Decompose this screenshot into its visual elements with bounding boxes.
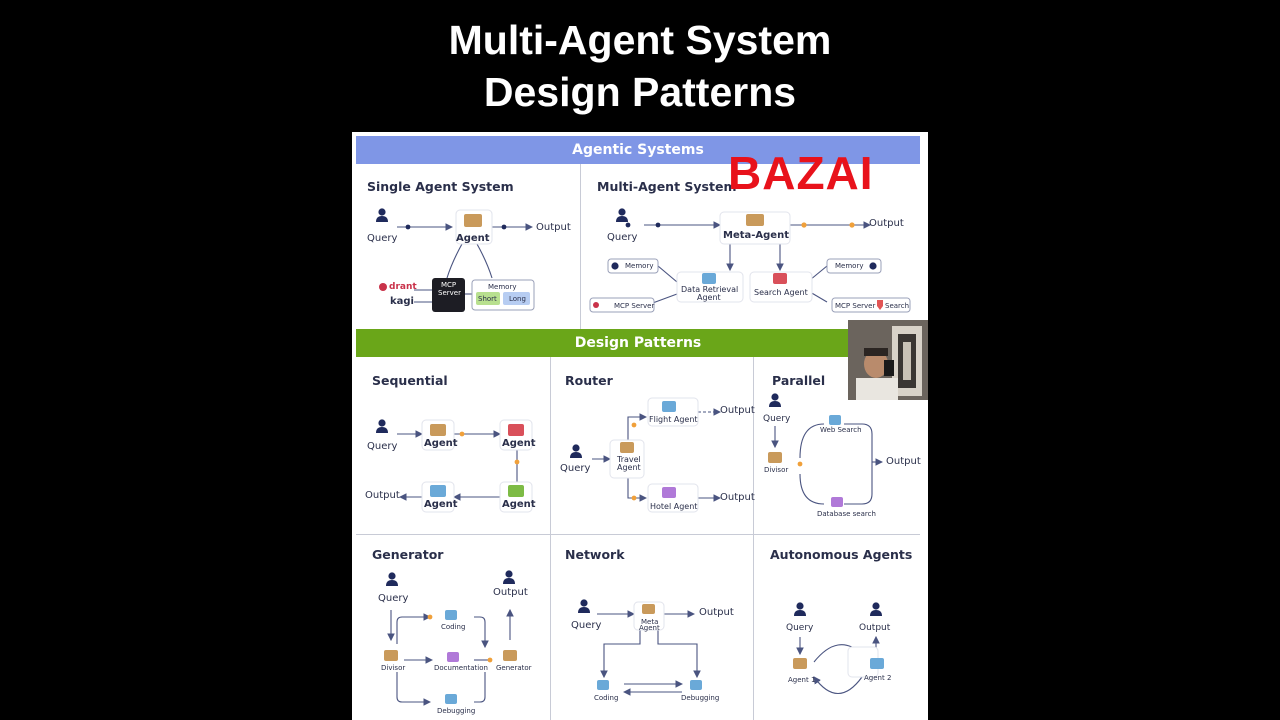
long-label: Long: [509, 295, 526, 303]
design-patterns-band: Design Patterns: [356, 329, 920, 357]
travel-agent-label: Agent: [617, 463, 641, 472]
query-label: Query: [786, 623, 814, 633]
agent-1-label: Agent 1: [788, 676, 816, 684]
divisor-label: Divisor: [381, 664, 406, 672]
query-label: Query: [367, 233, 398, 244]
kagi-logo: kagi: [390, 296, 414, 307]
output-label: Output: [886, 456, 921, 467]
section-title-autonomous: Autonomous Agents: [770, 547, 913, 562]
search-label: Search: [885, 302, 910, 310]
query-label: Query: [378, 593, 409, 604]
query-label: Query: [560, 463, 591, 474]
travel-label: Travel: [617, 455, 641, 464]
short-label: Short: [478, 295, 497, 303]
diagram-graphics: [376, 208, 911, 706]
search-agent-label: Search Agent: [754, 288, 808, 297]
mcp-server-label: MCP Server: [614, 302, 655, 310]
query-label: Query: [607, 232, 638, 243]
output-label: Output: [493, 587, 528, 598]
documentation-label: Documentation: [434, 664, 488, 672]
memory-label: Memory: [488, 283, 517, 291]
output-label: Output: [720, 492, 755, 503]
agent-label: Agent: [424, 499, 458, 510]
hotel-agent-label: Hotel Agent: [650, 502, 698, 511]
flight-agent-label: Flight Agent: [649, 415, 698, 424]
debugging-label: Debugging: [681, 694, 720, 702]
agent-label: Agent: [502, 438, 536, 449]
query-label: Query: [367, 441, 398, 452]
section-title-sequential: Sequential: [372, 373, 448, 388]
coding-label: Coding: [441, 623, 466, 631]
database-search-label: Database search: [817, 510, 876, 518]
output-label: Output: [699, 607, 734, 618]
divisor-label: Divisor: [764, 466, 789, 474]
mcp-label: MCP: [441, 281, 457, 289]
divider: [550, 357, 551, 720]
output-label: Output: [859, 623, 891, 633]
agent-label: Agent: [424, 438, 458, 449]
agent-2-label: Agent 2: [864, 674, 892, 682]
webcam-overlay: [848, 320, 928, 400]
server-label: Server: [438, 289, 461, 297]
output-label: Output: [365, 490, 400, 501]
section-title-parallel: Parallel: [772, 373, 826, 388]
coding-label: Coding: [594, 694, 619, 702]
diagram-card: Agentic Systems Design Patterns Single A…: [352, 132, 928, 720]
section-title-single: Single Agent System: [367, 179, 514, 194]
memory-label: Memory: [835, 262, 864, 270]
section-title-multi: Multi-Agent System: [597, 179, 737, 194]
divider: [356, 534, 920, 535]
debugging-label: Debugging: [437, 707, 476, 715]
data-retrieval-agent-label: Agent: [697, 293, 721, 302]
query-label: Query: [763, 414, 791, 424]
agent-label: Agent: [502, 499, 536, 510]
meta-agent-label: Meta-Agent: [723, 230, 789, 241]
webcam-image: [848, 320, 928, 400]
agentic-systems-band: Agentic Systems: [356, 136, 920, 164]
page-title-line-2: Design Patterns: [483, 69, 797, 115]
divider: [753, 357, 754, 720]
output-label: Output: [720, 405, 755, 416]
brand-watermark: BAZAI: [728, 147, 874, 199]
output-label: Output: [536, 222, 571, 233]
web-search-label: Web Search: [820, 426, 862, 434]
data-retrieval-label: Data Retrieval: [681, 285, 739, 294]
generator-label: Generator: [496, 664, 532, 672]
section-title-router: Router: [565, 373, 613, 388]
section-title-network: Network: [565, 547, 625, 562]
mcp-server-label: MCP Server: [835, 302, 876, 310]
query-label: Query: [571, 620, 602, 631]
memory-label: Memory: [625, 262, 654, 270]
meta-label: Meta: [641, 618, 659, 626]
agent-label: Agent: [456, 233, 490, 244]
divider: [580, 164, 581, 329]
qdrant-logo: drant: [389, 282, 417, 292]
output-label: Output: [869, 218, 904, 229]
meta-agent-label: Agent: [639, 624, 660, 632]
section-title-generator: Generator: [372, 547, 444, 562]
page-title-line-1: Multi-Agent System: [448, 17, 832, 63]
